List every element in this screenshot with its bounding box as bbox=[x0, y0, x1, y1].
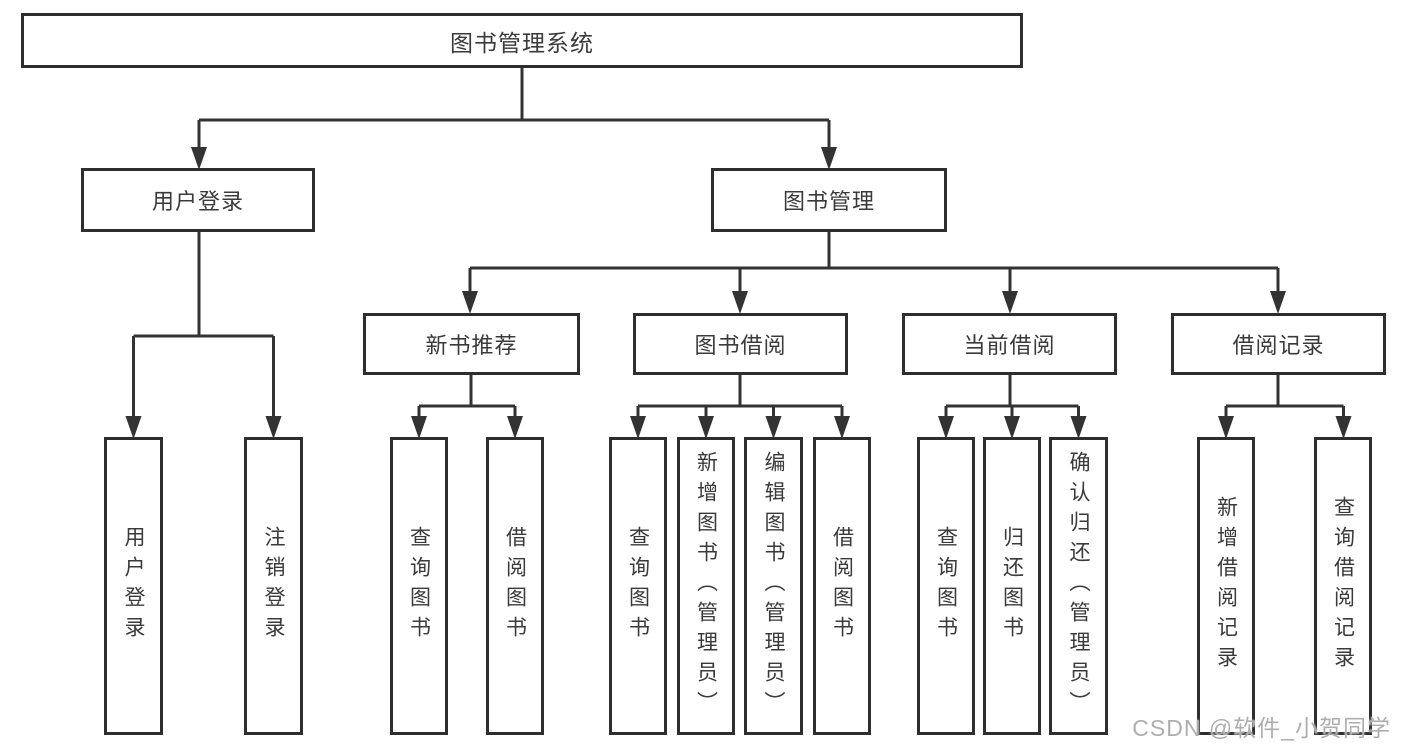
node-book-management: 图书管理 bbox=[711, 168, 947, 232]
leaf-confirm-return-admin-label: 确认归还（管理员） bbox=[1067, 451, 1090, 721]
node-current-borrowing-label: 当前借阅 bbox=[963, 333, 1056, 358]
node-borrowing-records: 借阅记录 bbox=[1171, 313, 1386, 375]
leaf-logout-label: 注销登录 bbox=[262, 526, 285, 646]
node-new-book-recommend: 新书推荐 bbox=[363, 313, 580, 375]
node-book-borrowing-label: 图书借阅 bbox=[694, 333, 787, 358]
csdn-watermark: CSDN @软件_小贺同学 bbox=[1132, 715, 1391, 741]
node-current-borrowing: 当前借阅 bbox=[902, 313, 1117, 375]
node-user-login-label: 用户登录 bbox=[151, 189, 244, 214]
leaf-confirm-return-admin: 确认归还（管理员） bbox=[1049, 437, 1108, 735]
leaf-edit-book-admin-label: 编辑图书（管理员） bbox=[762, 451, 785, 721]
leaf-borrow-query-book: 查询图书 bbox=[609, 437, 667, 735]
leaf-current-query-book: 查询图书 bbox=[917, 437, 975, 735]
leaf-edit-book-admin: 编辑图书（管理员） bbox=[744, 437, 803, 735]
leaf-query-borrow-record: 查询借阅记录 bbox=[1314, 437, 1372, 735]
leaf-newrec-borrow-book-label: 借阅图书 bbox=[503, 526, 527, 646]
node-root: 图书管理系统 bbox=[21, 13, 1023, 68]
leaf-current-query-book-label: 查询图书 bbox=[934, 526, 958, 646]
leaf-borrow-book: 借阅图书 bbox=[813, 437, 871, 735]
leaf-newrec-borrow-book: 借阅图书 bbox=[486, 437, 544, 735]
node-book-management-label: 图书管理 bbox=[782, 189, 875, 214]
leaf-logout: 注销登录 bbox=[244, 437, 303, 735]
node-borrowing-records-label: 借阅记录 bbox=[1232, 333, 1325, 358]
leaf-add-borrow-record-label: 新增借阅记录 bbox=[1214, 496, 1238, 676]
node-root-label: 图书管理系统 bbox=[450, 29, 594, 56]
leaf-return-book: 归还图书 bbox=[983, 437, 1041, 735]
node-new-book-recommend-label: 新书推荐 bbox=[425, 333, 518, 358]
leaf-query-borrow-record-label: 查询借阅记录 bbox=[1331, 496, 1355, 676]
leaf-add-book-admin: 新增图书（管理员） bbox=[677, 437, 735, 735]
leaf-borrow-query-book-label: 查询图书 bbox=[626, 526, 650, 646]
leaf-newrec-query-book: 查询图书 bbox=[390, 437, 448, 735]
node-book-borrowing: 图书借阅 bbox=[633, 313, 848, 375]
leaf-newrec-query-book-label: 查询图书 bbox=[407, 526, 431, 646]
leaf-return-book-label: 归还图书 bbox=[1000, 526, 1024, 646]
leaf-borrow-book-label: 借阅图书 bbox=[830, 526, 854, 646]
node-user-login: 用户登录 bbox=[81, 168, 315, 232]
leaf-add-borrow-record: 新增借阅记录 bbox=[1197, 437, 1255, 735]
leaf-add-book-admin-label: 新增图书（管理员） bbox=[694, 451, 718, 721]
leaf-user-login-label: 用户登录 bbox=[122, 526, 145, 646]
leaf-user-login: 用户登录 bbox=[104, 437, 163, 735]
